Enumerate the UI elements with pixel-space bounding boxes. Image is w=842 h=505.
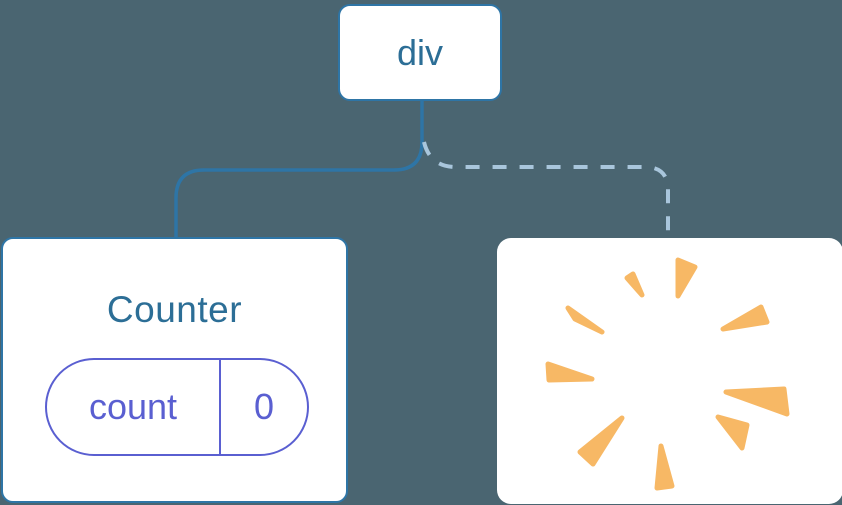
edge-parent-to-removed — [422, 141, 670, 237]
poof-ray — [577, 415, 625, 467]
poof-ray — [565, 305, 605, 335]
poof-ray — [654, 443, 675, 491]
tree-node-removed — [497, 238, 842, 504]
poof-icon — [545, 257, 790, 491]
counter-node-title: Counter — [106, 289, 243, 330]
poof-ray — [720, 304, 770, 332]
node-div-label: div — [396, 31, 444, 73]
tree-node-div: div — [338, 4, 502, 101]
poof-ray — [624, 271, 645, 298]
state-key-label: count — [47, 360, 221, 454]
poof-ray — [545, 361, 595, 383]
poof-ray — [715, 414, 750, 451]
poof-ray — [675, 257, 698, 299]
state-value: 0 — [253, 386, 275, 427]
state-pill: count 0 — [45, 358, 309, 456]
poof-ray — [723, 386, 790, 417]
edge-parent-to-counter — [174, 101, 424, 238]
tree-node-counter: Counter count 0 — [1, 237, 348, 503]
